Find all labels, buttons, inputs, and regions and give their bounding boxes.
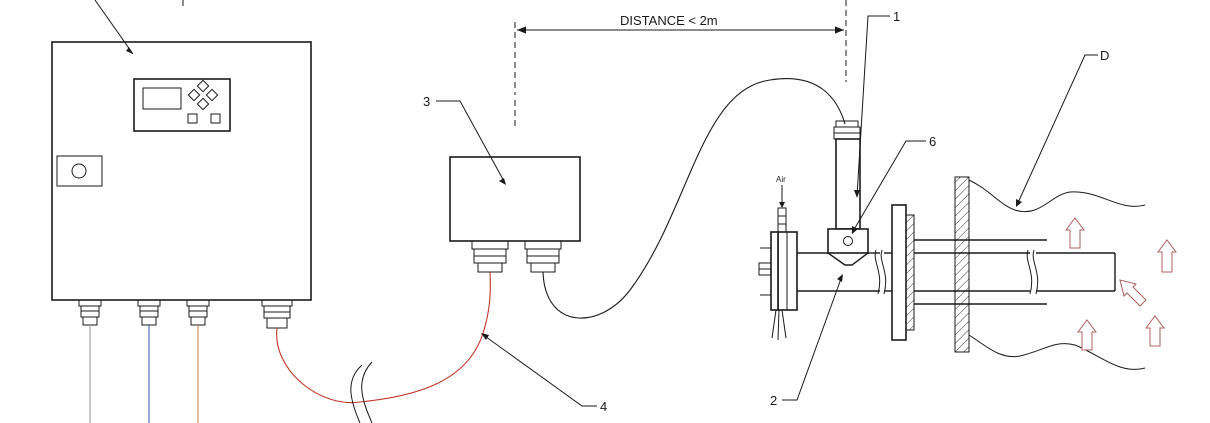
gland <box>137 299 161 326</box>
cable-end-strand <box>361 361 373 423</box>
door-lock-icon <box>71 163 87 179</box>
junction-box-body <box>449 156 581 242</box>
junction-box <box>449 100 581 273</box>
cable-4 <box>276 271 491 404</box>
cabinet-glands <box>78 299 293 329</box>
gland <box>78 299 102 326</box>
gland <box>471 240 509 273</box>
callout-5-leader <box>94 0 134 55</box>
callout-2-label: 2 <box>770 393 777 408</box>
lcd-screen <box>142 87 182 110</box>
flow-arrow-icon <box>1077 319 1097 351</box>
sensor-cable <box>542 78 846 319</box>
gland <box>186 299 210 326</box>
callout-6-label: 6 <box>929 134 936 149</box>
gland <box>524 240 562 273</box>
tee-fitting <box>827 228 869 254</box>
port-6-icon <box>843 236 853 246</box>
flow-arrow-icon <box>1119 279 1147 307</box>
flow-arrows <box>1065 217 1177 351</box>
callout-4-label: 4 <box>600 399 607 414</box>
mounting-flange <box>891 204 907 341</box>
distance-note: DISTANCE < 2m <box>620 13 718 28</box>
callout-3: 3 <box>423 94 506 185</box>
probe-assembly: Air <box>758 120 1116 353</box>
door-lock-plate <box>56 155 103 187</box>
duct-wall <box>954 176 970 353</box>
air-label: Air <box>776 175 786 184</box>
callout-1-label: 1 <box>893 9 900 24</box>
gasket <box>905 214 915 331</box>
flow-arrow-icon <box>1157 239 1177 273</box>
duct-lower-boundary <box>968 334 1146 370</box>
cable-end-strand <box>350 364 363 423</box>
duct-upper-boundary <box>968 179 1146 213</box>
keypad-icon <box>187 79 221 124</box>
callout-D-label: D <box>1100 48 1109 63</box>
callout-D: D <box>1016 48 1109 207</box>
air-fitting <box>777 207 787 233</box>
gland <box>261 299 293 329</box>
control-cabinet <box>51 0 312 301</box>
callout-6: 6 <box>851 134 936 234</box>
flow-arrow-icon <box>1145 315 1165 347</box>
distance-dimension: DISTANCE < 2m <box>514 0 847 95</box>
callout-2: 2 <box>770 274 843 408</box>
callout-1: 1 <box>854 9 900 198</box>
callout-4: 4 <box>481 333 607 414</box>
sensor-head <box>835 138 861 230</box>
flow-arrow-icon <box>1065 217 1085 249</box>
callout-3-label: 3 <box>423 94 430 109</box>
